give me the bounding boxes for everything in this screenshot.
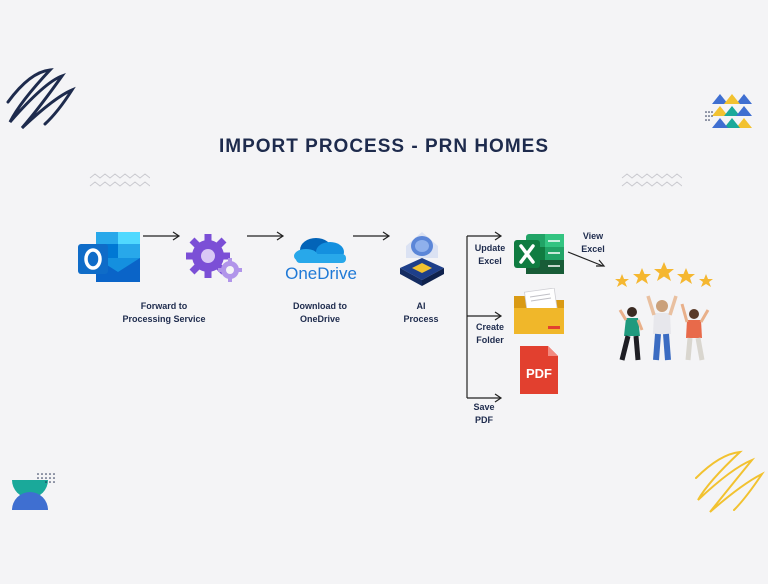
wave-decoration-icon [621, 173, 682, 187]
branch-label-line1: Save [473, 402, 495, 412]
branch-label: Update Excel [464, 242, 516, 268]
step-label-line2: Processing Service [122, 314, 206, 324]
wave-decoration-icon [89, 173, 150, 187]
ai-chip-icon [400, 232, 444, 286]
final-label-line2: Excel [581, 244, 605, 254]
folder-icon [514, 288, 564, 334]
triangles-decoration-icon [705, 94, 752, 128]
branch-label-line2: PDF [475, 415, 493, 425]
branch-label-line2: Folder [476, 335, 504, 345]
happy-people-icon [615, 262, 713, 361]
final-label-line1: View [582, 231, 604, 241]
branch-label: Create Folder [464, 321, 516, 347]
arrow-icon [247, 231, 285, 241]
branch-label-line1: Create [475, 322, 504, 332]
semicircles-decoration-icon [12, 473, 55, 510]
branch-label-line2: Excel [478, 256, 502, 266]
final-label: View Excel [570, 230, 616, 256]
arrow-icon [567, 251, 606, 267]
onedrive-logo-text: OneDrive [285, 264, 357, 283]
branch-connector-icon [466, 231, 503, 403]
scribble-decoration-icon [6, 68, 76, 130]
step-label-line1: Download to [293, 301, 347, 311]
stars-icon [615, 262, 713, 287]
page-title: IMPORT PROCESS - PRN HOMES [218, 136, 550, 157]
branch-label: Save PDF [460, 401, 508, 427]
step-label-line2: Process [403, 314, 439, 324]
step-label: Forward to Processing Service [104, 300, 224, 326]
step-label-line1: Forward to [140, 301, 188, 311]
onedrive-icon [294, 238, 346, 263]
arrow-icon [143, 231, 181, 241]
step-label-line1: AI [416, 301, 426, 311]
arrow-icon [353, 231, 391, 241]
scribble-decoration-icon [695, 450, 765, 513]
outlook-icon [78, 232, 140, 282]
step-label-line2: OneDrive [299, 314, 341, 324]
excel-icon [514, 234, 564, 274]
pdf-icon [520, 346, 558, 394]
step-label: Download to OneDrive [270, 300, 370, 326]
step-label: AI Process [386, 300, 456, 326]
pdf-icon-text: PDF [526, 366, 552, 381]
gears-icon [186, 234, 242, 282]
branch-label-line1: Update [474, 243, 506, 253]
